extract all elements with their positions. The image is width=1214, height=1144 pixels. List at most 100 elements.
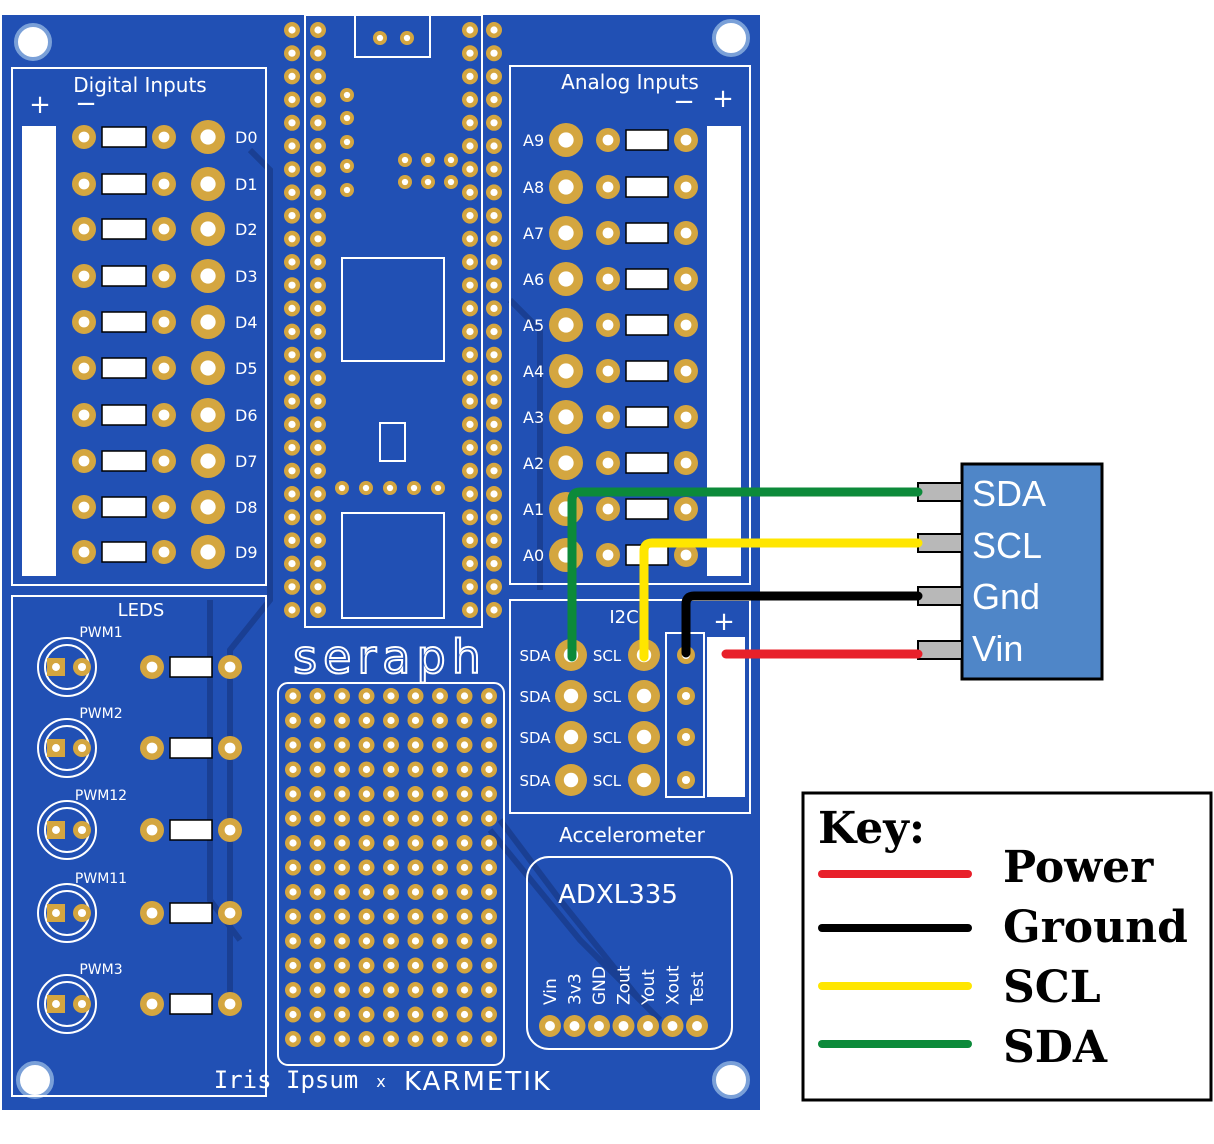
pcb-board: D0D1D2D3D4D5D6D7D8D9A9A8A7A6A5A4A3A2A1A0… [2,14,760,1110]
proto-pad-hole [338,741,346,749]
header-pin-hole [466,583,474,591]
proto-pad-hole [387,1010,395,1019]
analog-resistor-pad-right-hole [680,457,692,469]
analog-label: A5 [523,316,544,335]
proto-pad-hole [338,765,346,774]
analog-resistor-pad-left-hole [602,273,614,285]
legend-key: Key: Power Ground SCL SDA [801,791,1213,1102]
proto-pad-hole [411,961,420,970]
analog-resistor-pad-left-hole [602,365,614,377]
accel-pin-label: Vin [541,978,561,1005]
leds-outline [11,595,267,1097]
header-pin-hole [466,560,474,568]
header-pin-hole [288,606,296,614]
analog-resistor-pad-right-hole [680,549,692,561]
accel-pin-pad-hole [569,1021,580,1031]
digital-input-pad-hole [200,221,216,237]
header-pin-hole [466,119,474,127]
proto-pad-hole [289,961,297,970]
proto-pad-hole [460,1010,469,1019]
digital-input-pad-hole [200,268,216,284]
header-pin-hole [314,235,322,243]
header-pin-hole [466,212,474,220]
header-pin-hole [466,26,474,34]
proto-pad-hole [387,888,395,896]
i2c-power-rail [707,637,745,797]
proto-pad-hole [460,790,469,798]
digital-power-rail [22,126,56,576]
analog-resistor-body [625,129,669,151]
led-resistor-pad-right-hole [224,998,236,1010]
analog-input-pad-hole [558,363,574,379]
accel-chip-label: ADXL335 [558,880,678,910]
proto-pad-hole [289,765,297,774]
digital-input-pad-hole [200,407,216,423]
header-pin-hole [314,328,322,336]
header-pin-hole [314,188,322,196]
led-pad-hole [77,743,87,753]
proto-pad-hole [460,937,469,945]
accel-pin-label: Zout [615,965,635,1005]
footer-iris-ipsum: Iris Ipsum [214,1066,359,1094]
proto-pad-hole [313,986,322,994]
proto-pad-hole [460,912,469,921]
led-pad-hole [52,663,60,671]
mcu-pin-hole [410,484,418,492]
proto-pad-hole [387,741,395,749]
proto-pad-hole [485,790,493,798]
proto-pad-hole [387,692,395,700]
proto-pad-hole [289,814,297,823]
proto-pad-hole [485,716,493,725]
header-pin-hole [288,420,296,428]
accel-pin-label: 3v3 [566,973,586,1005]
proto-pad-hole [289,1035,297,1043]
trace [487,828,663,1023]
sensor-pin [917,640,963,660]
pwm-label: PWM12 [75,788,127,804]
analog-label: A7 [523,224,544,243]
proto-pad-hole [387,716,395,725]
mcu-pin-hole [424,156,432,164]
analog-resistor-pad-right-hole [680,227,692,239]
digital-inputs-outline [11,67,267,586]
header-pin-hole [314,513,322,521]
proto-pad-hole [313,1010,322,1019]
proto-pad-hole [338,1035,346,1043]
proto-pad-hole [338,888,346,896]
mcu-pin-hole [343,186,351,194]
led-pad-hole [52,1000,60,1008]
mounting-hole [14,23,52,61]
i2c-scl-pad-hole [636,772,652,788]
proto-pad-hole [436,863,444,872]
digital-resistor-body [101,126,147,148]
i2c-plus-label: + [713,607,735,637]
header-pin-hole [314,420,322,428]
digital-resistor-pad-left-hole [78,455,90,467]
mcu-pin-hole [424,178,432,186]
header-pin-hole [490,26,498,34]
i2c-sda-pad-hole [563,729,579,745]
led-resistor-body [169,819,213,841]
digital-label: D0 [235,128,258,147]
proto-pad-hole [411,937,420,945]
accel-pin-pad-hole [618,1021,629,1031]
wire-scl [639,538,923,662]
proto-pad-hole [362,912,371,921]
led-outline [37,718,97,778]
proto-pad-hole [338,716,346,725]
mcu-pin-hole [343,114,351,122]
led-resistor-pad-right-hole [224,824,236,836]
sensor-pin-vin-label: Vin [972,628,1023,669]
proto-pad-hole [313,839,322,847]
i2c-sda-pad-hole [563,688,579,704]
i2c-power-pad-hole [681,775,691,785]
proto-pad-hole [436,790,444,798]
digital-resistor-pad-right-hole [158,546,170,558]
pwm-label: PWM11 [75,871,127,887]
led-resistor-pad-right-hole [224,661,236,673]
digital-label: D7 [235,452,258,471]
proto-pad-hole [289,986,297,994]
digital-label: D9 [235,543,258,562]
digital-label: D2 [235,220,258,239]
usb-outline [354,14,431,58]
